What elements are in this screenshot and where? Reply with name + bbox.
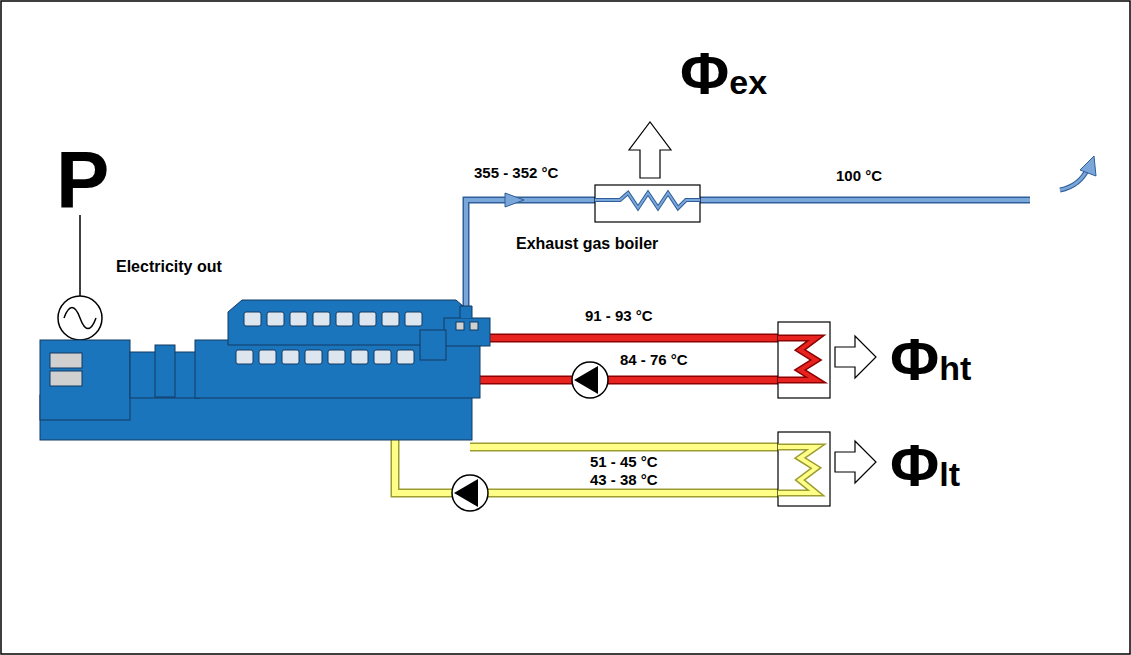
temperature-label: 84 - 76 °C (620, 352, 688, 369)
generator-symbol (58, 215, 102, 352)
temperature-label: 355 - 352 °C (474, 165, 558, 182)
cylinder-heads (236, 312, 422, 364)
heat-arrow (629, 122, 671, 178)
heat-flow-symbol: Φht (890, 310, 971, 390)
temperature-label: 100 °C (836, 168, 882, 185)
boiler-label: Exhaust gas boiler (516, 235, 658, 253)
exhaust-pipe (466, 156, 1096, 316)
heat-flow-symbol: Φlt (890, 416, 960, 496)
temperature-label: 91 - 93 °C (585, 308, 653, 325)
heat-flow-symbol: Φex (680, 24, 767, 104)
ht-circuit (476, 322, 876, 398)
boiler-unit: Exhaust gas boiler (510, 183, 710, 255)
engine-generator (40, 300, 490, 440)
temperature-label: 51 - 45 °C (590, 454, 658, 471)
electricity-label: Electricity out (116, 258, 222, 276)
lt-circuit (395, 432, 876, 511)
temperature-label: 43 - 38 °C (590, 472, 658, 489)
power-symbol: P (56, 140, 109, 220)
